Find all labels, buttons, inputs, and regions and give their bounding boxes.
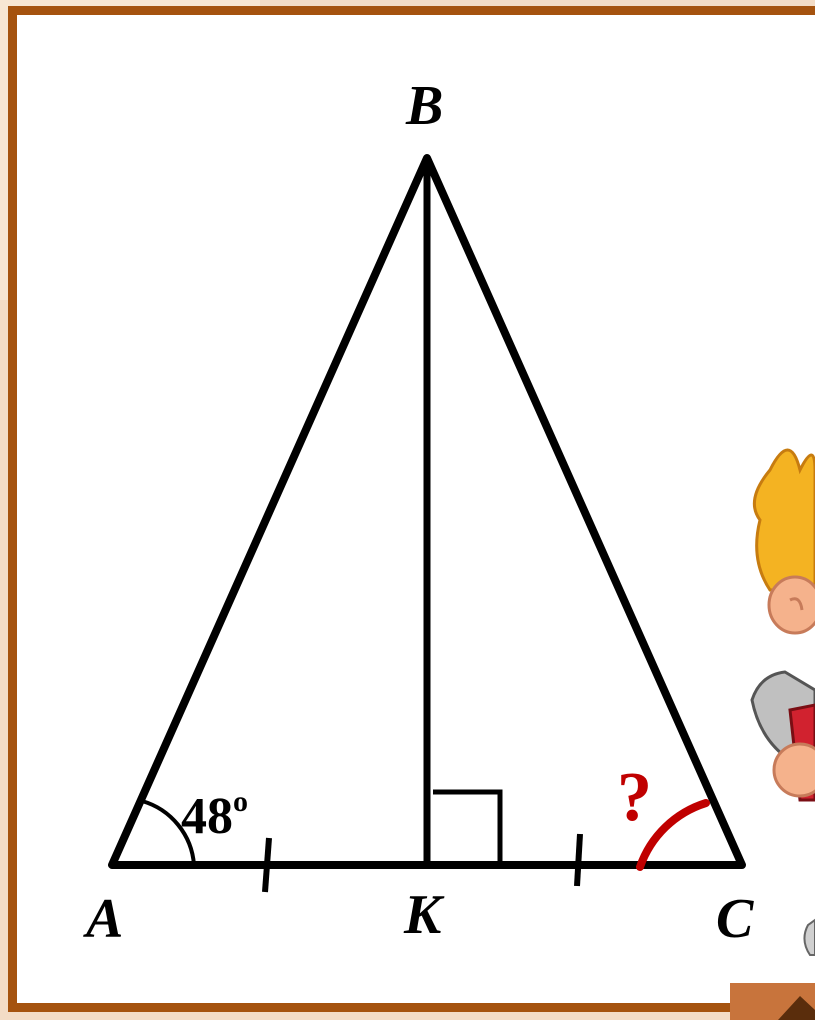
cartoon-character-icon [750, 448, 815, 956]
slide-frame [8, 6, 815, 1012]
angle-a-number: 48 [181, 788, 233, 845]
up-arrow-icon [778, 996, 815, 1020]
angle-arc-a [141, 799, 196, 866]
degree-sign: o [233, 785, 248, 818]
vertex-label-c: C [716, 888, 754, 950]
tick-mark-kc [574, 833, 583, 887]
vertex-label-b: B [405, 75, 443, 137]
angle-c-question-mark: ? [617, 759, 652, 836]
vertex-label-a: A [83, 888, 123, 950]
vertex-label-k: K [403, 884, 445, 946]
nav-up-button[interactable] [730, 983, 815, 1020]
angle-arc-c [636, 799, 710, 871]
angle-a-value: 48o [181, 785, 248, 845]
tick-mark-ak [262, 837, 272, 893]
right-angle-mark [433, 789, 503, 865]
